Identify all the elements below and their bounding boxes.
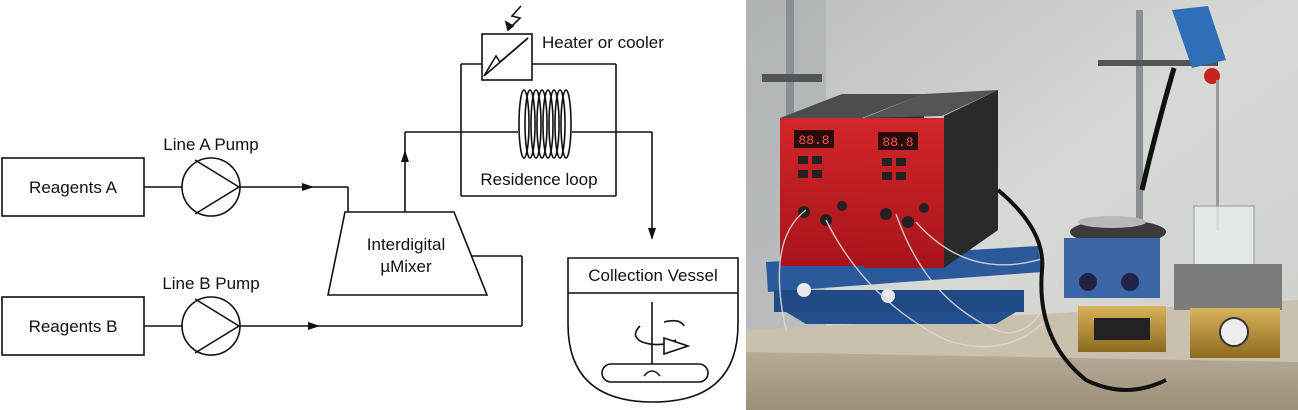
pump-a-icon — [181, 157, 241, 217]
hotplate-stirrer — [1064, 216, 1166, 298]
reagents-a-label: Reagents A — [29, 178, 118, 197]
collection-vessel-label: Collection Vessel — [588, 266, 717, 285]
heater-label: Heater or cooler — [542, 33, 664, 52]
flow-diagram: Reagents A Reagents B Line A Pump Line B… — [1, 5, 739, 403]
mixer-label-line2: µMixer — [380, 257, 432, 276]
lab-setup-photo: 88.8 88.8 — [746, 0, 1298, 410]
syringe-pump-right: 88.8 — [864, 90, 998, 268]
brass-jack-left — [1078, 306, 1166, 352]
pump-a-label: Line A Pump — [163, 135, 258, 154]
stirrer-icon — [601, 302, 709, 383]
reagents-b-label: Reagents B — [29, 317, 118, 336]
residence-loop-label: Residence loop — [480, 170, 597, 189]
beaker — [1174, 205, 1282, 310]
pump-right-display: 88.8 — [882, 135, 913, 150]
micromixer-shape — [327, 211, 489, 296]
overhead-stirrer — [1139, 6, 1226, 230]
reagents-a-box — [1, 157, 145, 217]
residence-coil-icon — [518, 89, 572, 159]
brass-jack-right — [1190, 308, 1280, 358]
pump-b-icon — [181, 296, 241, 356]
pump-left-display: 88.8 — [798, 133, 829, 148]
lab-jack — [766, 246, 1042, 324]
reagents-b-box — [1, 296, 145, 356]
mixer-label-line1: Interdigital — [367, 235, 445, 254]
pump-b-label: Line B Pump — [162, 274, 259, 293]
lightning-icon — [507, 5, 522, 31]
